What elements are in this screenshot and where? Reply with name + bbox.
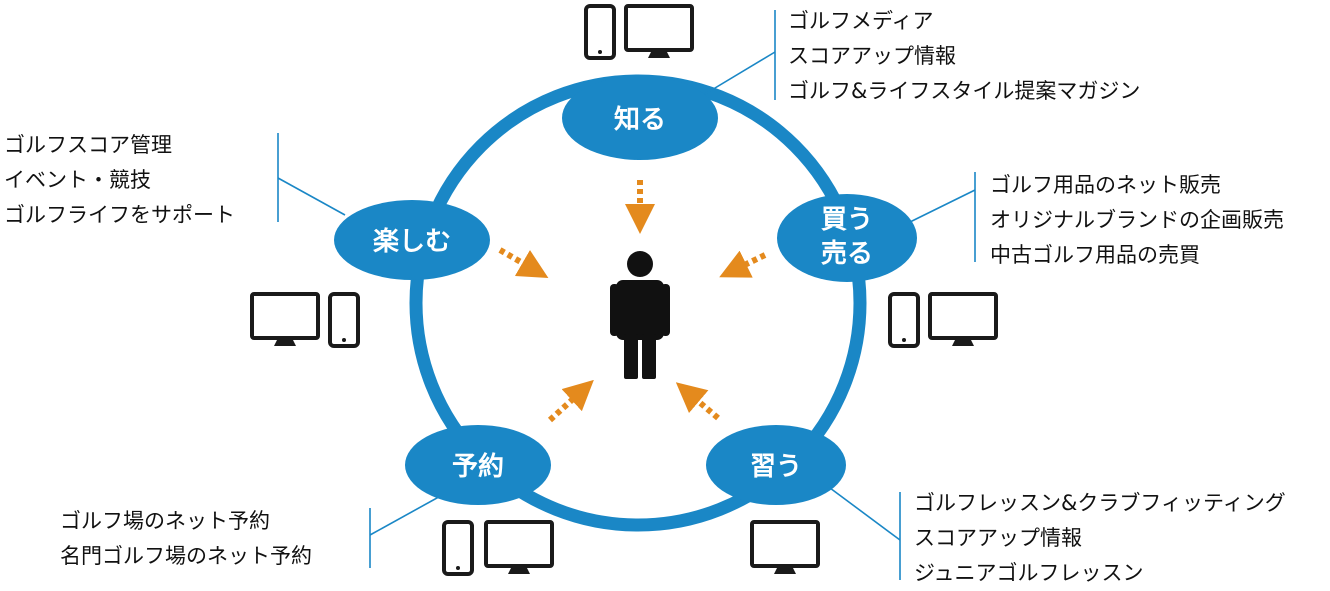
arrow-from-enjoy: [498, 247, 549, 279]
description-item: イベント・競技: [4, 168, 151, 192]
monitor-icon: [484, 520, 554, 574]
arrow-from-book: [547, 379, 594, 423]
arrow-from-learn: [675, 382, 720, 421]
description-item: ゴルフ場のネット予約: [60, 509, 270, 533]
description-learn: ゴルフレッスン&クラブフィッティング スコアアップ情報 ジュニアゴルフレッスン: [914, 486, 1286, 591]
node-enjoy[interactable]: 楽しむ: [334, 200, 490, 280]
monitor-icon: [750, 520, 820, 574]
smartphone-icon: [328, 292, 360, 348]
connector-know: [699, 51, 776, 98]
arrows: [498, 180, 767, 423]
description-item: ゴルフライフをサポート: [4, 203, 235, 227]
description-bars: [277, 10, 976, 580]
description-item: オリジナルブランドの企画販売: [990, 208, 1284, 232]
description-item: ゴルフ&ライフスタイル提案マガジン: [788, 79, 1141, 103]
description-item: 中古ゴルフ用品の売買: [990, 243, 1200, 267]
node-buy-label-2: 売る: [821, 239, 873, 269]
node-learn[interactable]: 習う: [706, 425, 846, 505]
monitor-icon: [250, 292, 320, 346]
monitor-icon: [624, 4, 694, 58]
node-book-label: 予約: [452, 451, 504, 482]
node-enjoy-label: 楽しむ: [373, 227, 451, 257]
description-item: 名門ゴルフ場のネット予約: [60, 544, 312, 568]
description-buy: ゴルフ用品のネット販売 オリジナルブランドの企画販売 中古ゴルフ用品の売買: [990, 168, 1284, 273]
description-item: スコアアップ情報: [914, 526, 1082, 550]
connector-enjoy: [277, 177, 346, 216]
description-know: ゴルフメディア スコアアップ情報 ゴルフ&ライフスタイル提案マガジン: [788, 4, 1140, 109]
device-icons: [250, 4, 998, 576]
node-buy[interactable]: 買う 売る: [777, 194, 917, 282]
connector-learn: [829, 487, 901, 541]
node-learn-label: 習う: [750, 452, 802, 482]
description-item: ゴルフスコア管理: [4, 133, 172, 157]
node-know-label: 知る: [614, 105, 666, 135]
arrow-from-buy: [719, 250, 767, 278]
description-item: ジュニアゴルフレッスン: [914, 561, 1144, 585]
description-book: ゴルフ場のネット予約 名門ゴルフ場のネット予約: [60, 504, 312, 574]
node-buy-label-1: 買う: [821, 205, 873, 235]
smartphone-icon: [888, 292, 920, 348]
monitor-icon: [928, 292, 998, 346]
node-know[interactable]: 知る: [562, 76, 718, 160]
smartphone-icon: [584, 4, 616, 60]
description-item: スコアアップ情報: [788, 44, 956, 68]
person-icon: [610, 251, 670, 379]
description-item: ゴルフ用品のネット販売: [990, 173, 1221, 197]
connector-buy: [909, 189, 976, 223]
description-enjoy: ゴルフスコア管理 イベント・競技 ゴルフライフをサポート: [4, 128, 235, 233]
description-item: ゴルフメディア: [788, 9, 934, 33]
description-item: ゴルフレッスン&クラブフィッティング: [914, 491, 1286, 515]
smartphone-icon: [442, 520, 474, 576]
node-book[interactable]: 予約: [405, 425, 551, 505]
